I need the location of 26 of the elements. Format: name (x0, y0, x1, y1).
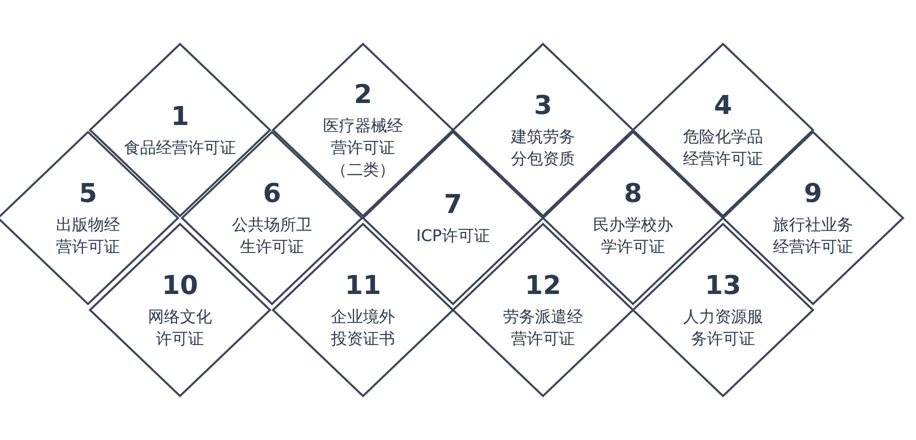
permit-name: 出版物经营许可证 (55, 214, 121, 258)
permit-name: 旅行社业务经营许可证 (772, 214, 854, 258)
tile-number: 11 (344, 270, 382, 302)
tile-number: 6 (262, 178, 282, 210)
permit-name: 企业境外投资证书 (330, 306, 396, 350)
tile-number: 13 (704, 270, 742, 302)
permit-name: 食品经营许可证 (123, 137, 237, 159)
tile-number: 10 (162, 270, 198, 302)
tile-number: 2 (354, 79, 372, 111)
tile-number: 5 (78, 178, 98, 210)
permit-name: 劳务派遣经营许可证 (502, 306, 584, 350)
permit-name: 网络文化许可证 (147, 306, 213, 350)
tile-number: 9 (804, 178, 822, 210)
tile-number: 7 (444, 189, 462, 221)
permit-name: 人力资源服务许可证 (682, 306, 764, 350)
tile-number: 8 (624, 178, 642, 210)
permit-name: 危险化学品经营许可证 (682, 126, 764, 170)
tile-number: 3 (534, 90, 552, 122)
tile-number: 4 (714, 90, 732, 122)
permit-name: 公共场所卫生许可证 (231, 214, 313, 258)
permit-name: 建筑劳务分包资质 (510, 126, 576, 170)
tile-number: 12 (524, 270, 562, 302)
permit-name: 医疗器械经营许可证（二类） (322, 115, 404, 181)
permit-name: ICP许可证 (415, 225, 491, 247)
tile-number: 1 (170, 101, 190, 133)
permit-name: 民办学校办学许可证 (592, 214, 674, 258)
